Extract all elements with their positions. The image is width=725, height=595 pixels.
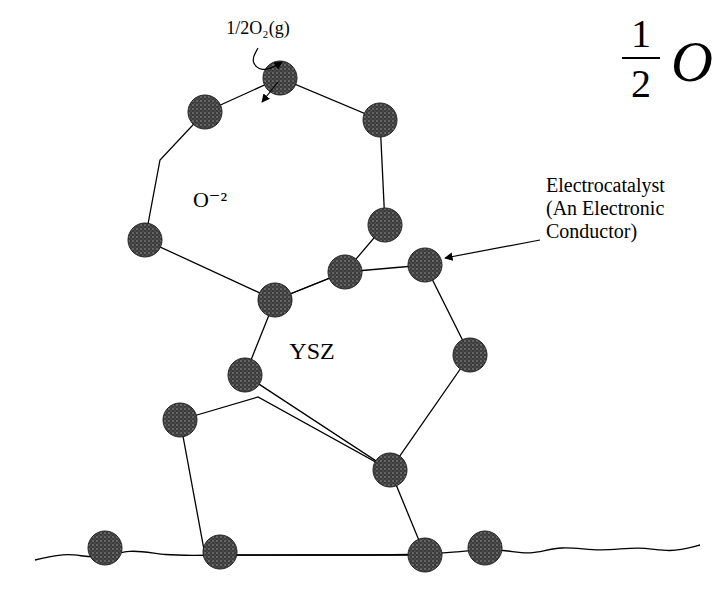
gas-label: 1/2O₂(g) <box>226 18 289 39</box>
substrate-line <box>35 545 700 560</box>
grain-polygon <box>245 265 470 470</box>
electrocatalyst-particle <box>408 248 442 282</box>
electrocatalyst-particle <box>203 535 237 569</box>
grain-polygon <box>145 78 385 300</box>
gas-arrow <box>253 48 282 69</box>
electrocatalyst-particle <box>373 453 407 487</box>
fraction-denominator: 2 <box>631 61 651 107</box>
electrocatalyst-label: Electrocatalyst (An Electronic Conductor… <box>546 174 696 243</box>
electrocatalyst-particle <box>363 103 397 137</box>
electrocatalyst-particle <box>328 255 362 289</box>
grain-label: O⁻² <box>193 187 227 212</box>
electrocatalyst-particle <box>188 95 222 129</box>
electrocatalyst-particle <box>468 531 502 565</box>
ion-arrow <box>262 82 278 102</box>
equation-symbol: O <box>671 29 713 96</box>
electrocatalyst-particle <box>368 208 402 242</box>
electrocatalyst-particle <box>453 338 487 372</box>
leader-arrow <box>445 240 540 258</box>
electrocatalyst-particle <box>228 358 262 392</box>
electrocatalyst-particle <box>408 538 442 572</box>
ysz-grain <box>180 397 425 555</box>
electrocatalyst-particle <box>88 531 122 565</box>
electrocatalyst-particle <box>263 61 297 95</box>
fraction-numerator: 1 <box>631 11 651 57</box>
electrocatalyst-particle <box>128 223 162 257</box>
electrocatalyst-particle <box>258 283 292 317</box>
fraction-bar <box>622 57 660 59</box>
electrocatalyst-particle <box>163 403 197 437</box>
grain-label: YSZ <box>289 338 334 366</box>
